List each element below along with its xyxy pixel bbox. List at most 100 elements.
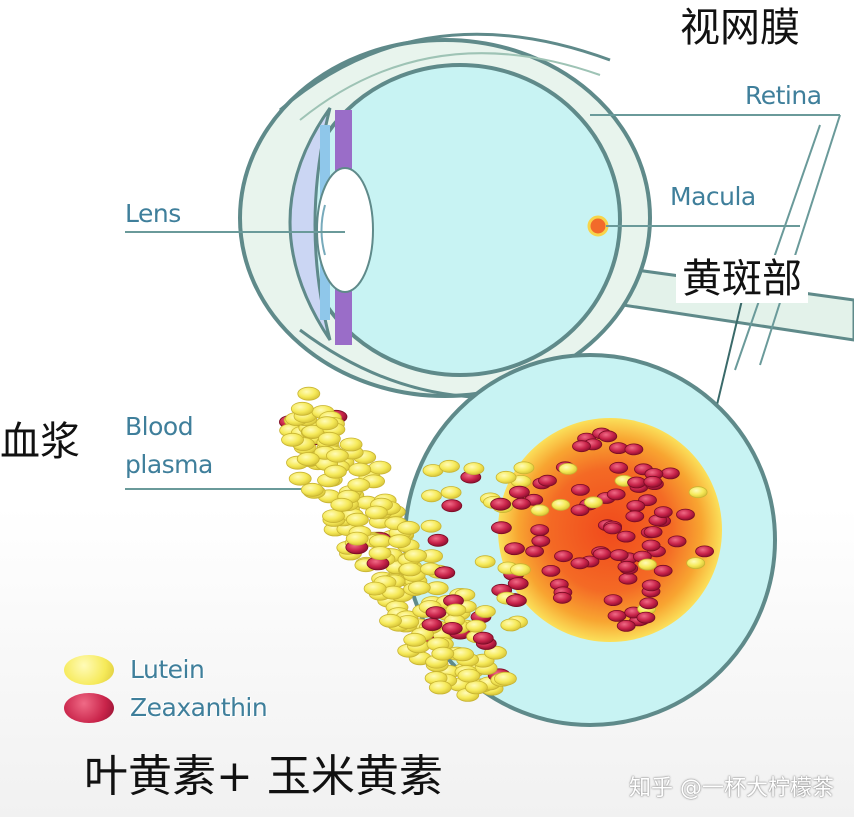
lutein-cell	[368, 534, 392, 549]
lutein-cell	[388, 534, 411, 549]
lutein-cell	[493, 671, 517, 686]
zeaxanthin-cell	[653, 564, 673, 577]
lutein-cell	[339, 437, 363, 452]
zeaxanthin-cell	[603, 522, 622, 535]
lutein-cell	[397, 520, 420, 535]
zeaxanthin-cell	[695, 545, 714, 558]
zeaxanthin-cell	[627, 476, 646, 489]
lutein-cell	[348, 462, 372, 477]
zeaxanthin-cell	[609, 549, 629, 561]
lutein-cell	[558, 462, 578, 475]
zeaxanthin-cell	[541, 565, 561, 577]
lutein-cell	[439, 459, 460, 473]
lutein-cell	[281, 432, 304, 447]
lutein-cell	[440, 486, 462, 499]
zeaxanthin-cell	[571, 483, 590, 496]
lutein-swatch	[64, 655, 114, 685]
lutein-cell	[463, 462, 485, 476]
lutein-cell	[407, 580, 431, 595]
lutein-cell	[464, 680, 488, 695]
zeaxanthin-cell	[490, 497, 512, 511]
lutein-cell	[403, 632, 427, 647]
sclera-arc	[279, 32, 611, 112]
zeaxanthin-cell	[606, 488, 626, 501]
lutein-cell	[347, 478, 371, 492]
zeaxanthin-cell	[552, 591, 572, 604]
zeaxanthin-cell	[425, 606, 447, 619]
caption: 叶黄素+ 玉米黄素	[84, 751, 443, 802]
zeaxanthin-cell	[624, 443, 644, 456]
lutein-cell	[368, 546, 392, 560]
zeaxanthin-cell	[441, 499, 463, 513]
legend-lutein-label: Lutein	[130, 655, 205, 685]
sclera-arc-2	[299, 52, 601, 121]
zeaxanthin-cell	[427, 533, 449, 547]
zeaxanthin-cell	[667, 535, 687, 548]
zeaxanthin-cell	[641, 539, 661, 552]
zeaxanthin-cell	[676, 508, 695, 521]
retina-label: Retina	[745, 81, 822, 110]
lutein-cell	[551, 498, 571, 511]
lutein-cell	[530, 504, 550, 517]
lutein-cell	[445, 603, 467, 617]
lutein-cell	[330, 497, 354, 512]
zeaxanthin-cell	[639, 597, 659, 610]
zeaxanthin-cell	[592, 548, 612, 560]
zeaxanthin-cell	[616, 620, 636, 632]
lutein-cell	[404, 548, 428, 563]
zeaxanthin-cell	[512, 497, 531, 510]
lutein-cell	[398, 562, 422, 577]
lutein-cell	[686, 557, 706, 569]
lutein-cell	[584, 496, 603, 509]
plasma-label-line2: plasma	[125, 450, 213, 479]
zeaxanthin-cell	[643, 475, 663, 488]
lutein-cell	[513, 461, 535, 475]
plasma-label-line1: Blood	[125, 412, 194, 441]
lutein-cell	[457, 668, 481, 683]
zeaxanthin-cell	[618, 572, 638, 585]
lutein-cell	[420, 519, 442, 533]
legend-lutein: Lutein	[64, 655, 205, 685]
zeaxanthin-cell	[572, 440, 591, 453]
lutein-cell	[495, 470, 517, 484]
lutein-cell	[688, 486, 708, 499]
zeaxanthin-cell	[636, 611, 656, 624]
zeaxanthin-cell	[530, 524, 550, 536]
lutein-cell	[296, 452, 320, 466]
lens	[316, 167, 374, 293]
legend-zeaxanthin-label: Zeaxanthin	[130, 693, 268, 723]
lutein-cell	[474, 605, 496, 618]
lutein-cell	[345, 512, 369, 527]
zeaxanthin-cell	[421, 618, 443, 631]
zeaxanthin-cell	[504, 542, 525, 556]
zeaxanthin-cell	[661, 467, 680, 480]
zeaxanthin-cell	[490, 521, 512, 535]
lutein-cell	[323, 464, 347, 479]
lutein-cell	[363, 581, 387, 596]
macula-label: Macula	[670, 182, 756, 211]
zeaxanthin-cell	[616, 530, 636, 543]
lutein-cell	[500, 618, 522, 632]
zeaxanthin-cell	[507, 577, 529, 590]
lutein-cell	[465, 619, 487, 633]
lutein-cell	[322, 509, 345, 523]
zeaxanthin-cell	[609, 461, 629, 474]
zeaxanthin-cell	[570, 557, 590, 570]
lutein-cell	[421, 489, 442, 503]
plasma-label-cn: 血浆	[0, 419, 80, 465]
lutein-cell	[315, 416, 339, 431]
zeaxanthin-cell	[626, 500, 646, 512]
lutein-cell	[325, 448, 349, 463]
lutein-cell	[290, 401, 314, 416]
zeaxanthin-cell	[643, 526, 663, 538]
zeaxanthin-cell	[607, 610, 627, 622]
lutein-cell	[451, 647, 475, 662]
lutein-cell	[288, 471, 312, 486]
zeaxanthin-cell	[617, 560, 637, 573]
watermark: 知乎 @一杯大柠檬茶	[629, 776, 834, 801]
zeaxanthin-cell	[441, 622, 463, 635]
lutein-cell	[368, 460, 392, 475]
zeaxanthin-cell	[434, 566, 456, 580]
